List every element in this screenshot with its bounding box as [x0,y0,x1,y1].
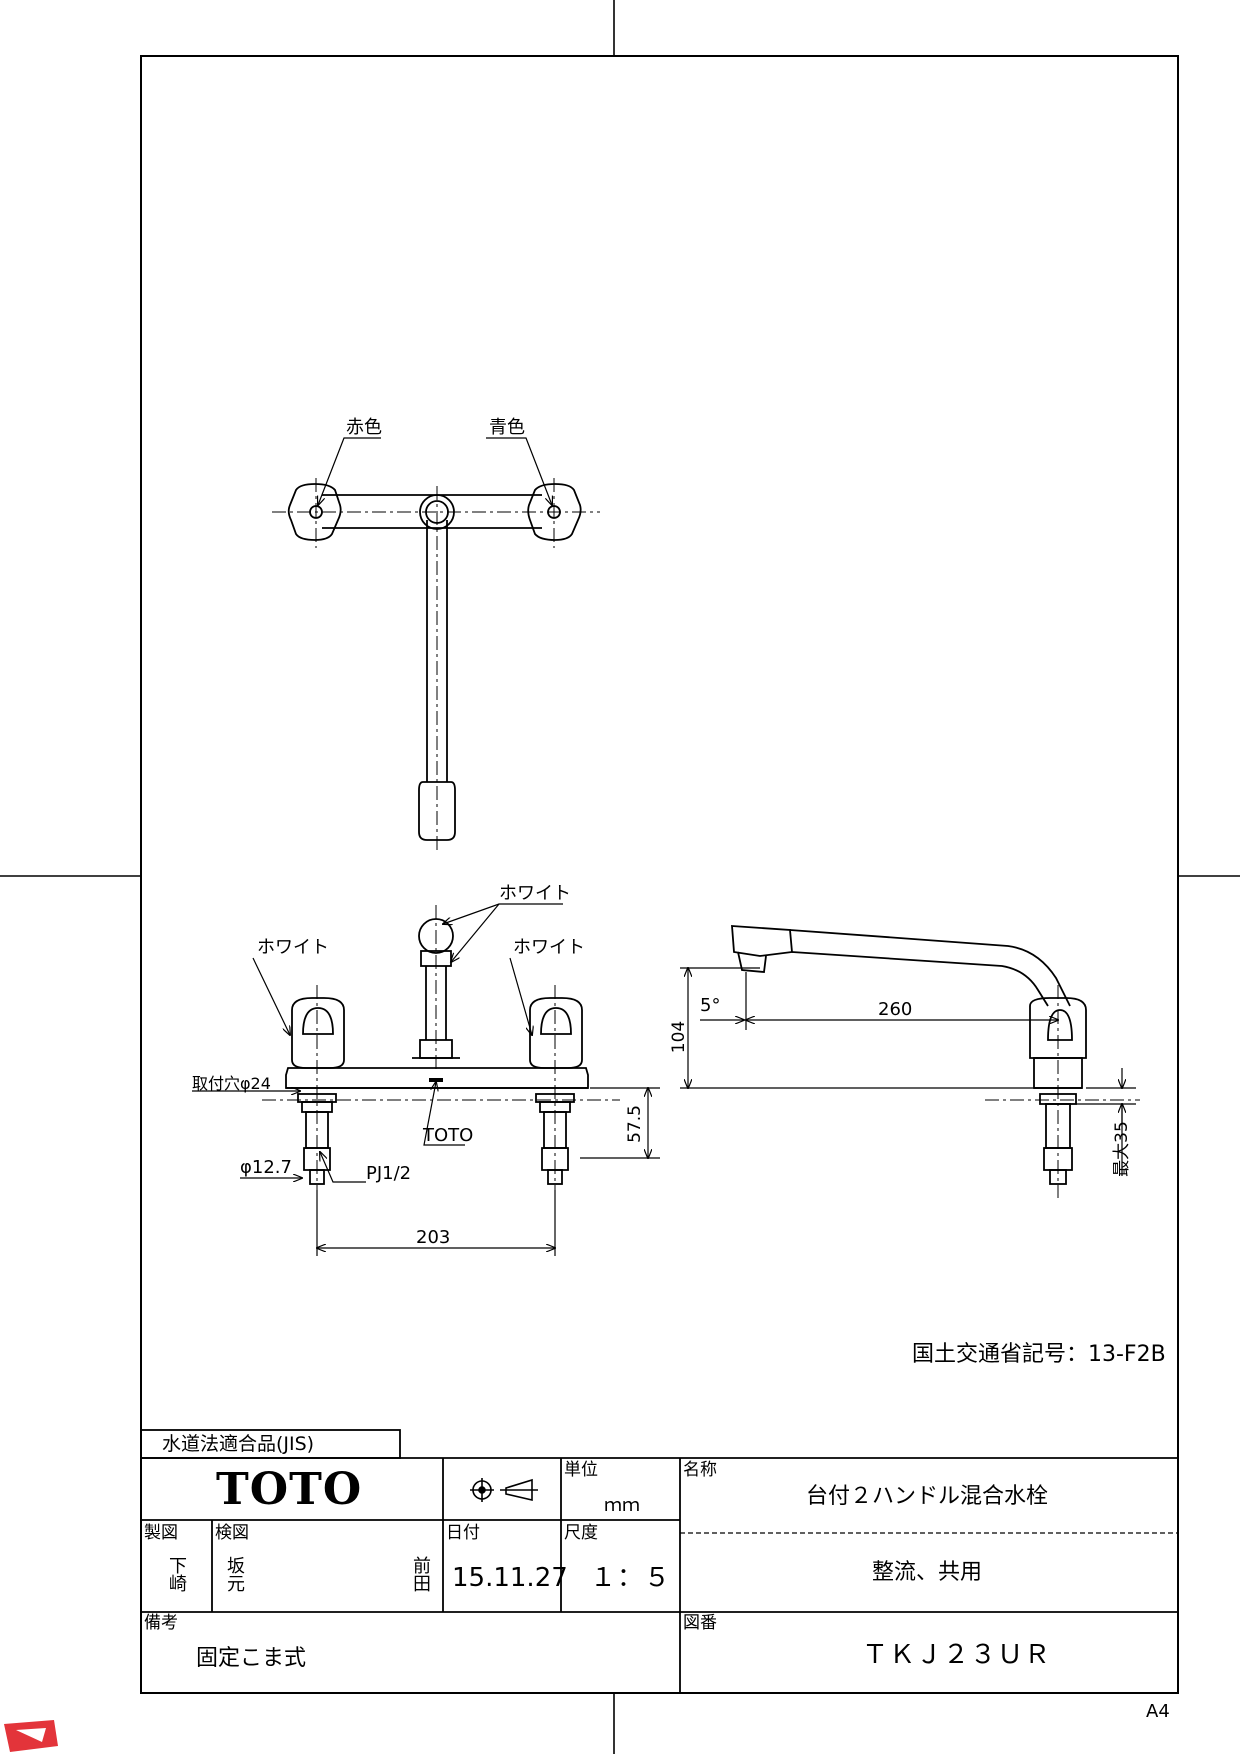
remarks-header: 備考 [144,1613,178,1633]
label-brand-mark: TOTO [423,1125,474,1146]
below-deck-dimension [580,1088,660,1158]
top-view [287,483,582,841]
dimension-angle: 5° [700,995,721,1016]
scale-header: 尺度 [564,1523,598,1543]
company-logo: TOTO [216,1464,363,1515]
label-white-right-handle: ホワイト [513,937,585,958]
drawing-no-value: ＴＫＪ２３ＵＲ [862,1640,1052,1670]
top-view-centerlines [272,478,600,850]
name-header: 名称 [683,1460,717,1480]
pitch-dimension [317,1190,555,1256]
dimension-max-thickness: 最大35 [1111,1121,1132,1177]
date-header: 日付 [446,1523,480,1543]
toto-mark-on-body [429,1078,443,1082]
side-view-dimensions [680,968,1136,1176]
unit-value: ｍｍ [604,1495,640,1516]
date-value: 15.11.27 [452,1563,568,1593]
label-thread: PJ1/2 [366,1163,412,1184]
corner-logo-icon [4,1720,58,1752]
approver-name: 前田 [410,1556,431,1592]
drawing-frame [140,55,1179,1694]
dimension-height: 104 [669,1020,690,1054]
label-white-left-handle: ホワイト [257,937,329,958]
jis-label: 水道法適合品(JIS) [162,1433,315,1455]
checker-name: 坂元 [224,1556,245,1592]
front-view-centerlines [262,905,620,1198]
mlit-code: 国土交通省記号：13-F2B [912,1342,1166,1367]
label-white-spout: ホワイト [499,883,571,904]
label-pipe-diameter: φ12.7 [240,1157,292,1178]
unit-header: 単位 [564,1460,598,1480]
drafter-name: 下崎 [166,1556,187,1592]
title-block [140,1429,1178,1693]
paper-size: A4 [1146,1701,1170,1722]
scale-value: １：５ [590,1563,672,1593]
label-mount-hole: 取付穴φ24 [192,1074,271,1093]
side-view [731,925,1087,1185]
product-name: 台付２ハンドル混合水栓 [806,1484,1049,1509]
front-view-leaders [192,903,563,1183]
label-blue-handle: 青色 [489,417,525,438]
remarks-value: 固定こま式 [196,1646,307,1671]
dimension-reach: 260 [878,999,913,1020]
dimension-pitch: 203 [416,1227,451,1248]
third-angle-projection-icon [470,1478,538,1502]
dimension-below-deck: 57.5 [624,1105,645,1143]
drafter-header: 製図 [144,1523,178,1543]
color-leaders [318,437,552,505]
label-red-handle: 赤色 [346,417,382,438]
drawing-no-header: 図番 [683,1613,717,1633]
checker-header: 検図 [215,1523,249,1543]
product-subtitle: 整流、共用 [872,1560,983,1585]
